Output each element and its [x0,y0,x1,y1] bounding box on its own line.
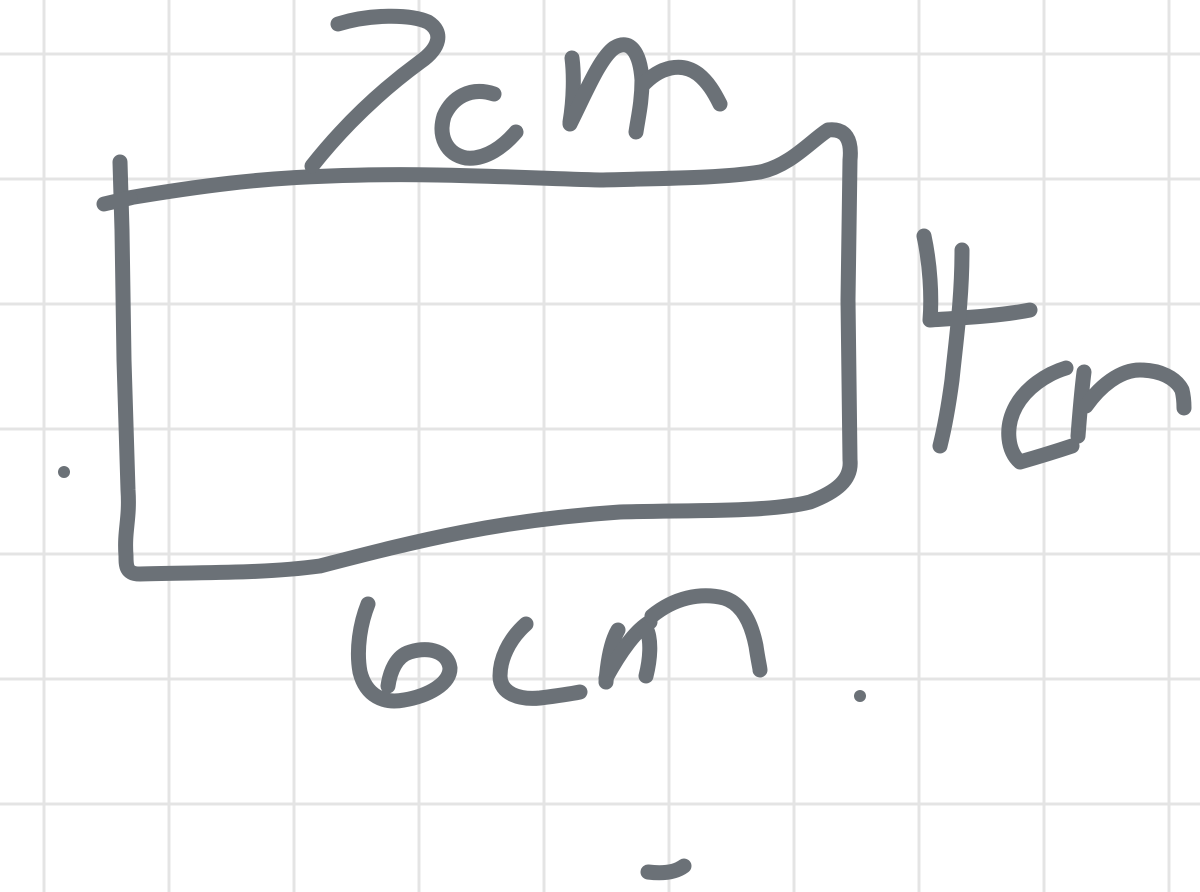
label-top-2cm [304,8,728,174]
rectangle-outline [112,122,858,582]
corner-tick [96,190,138,212]
stray-dot-right [854,690,866,702]
stray-dot-left [58,466,70,478]
label-right-4cm [916,228,1192,470]
stray-mark-bottom [640,858,692,881]
label-bottom-6cm [350,588,768,709]
